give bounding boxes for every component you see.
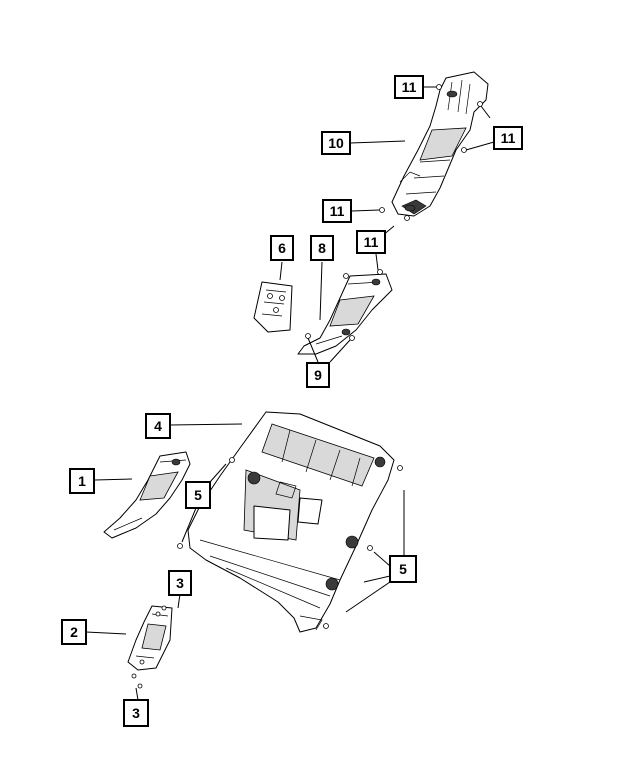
callout-5-left: 5 [185, 481, 211, 509]
callout-4-label: 4 [154, 418, 162, 434]
fastener-11-mid [379, 207, 385, 213]
callout-5-left-label: 5 [194, 487, 202, 503]
callout-6-label: 6 [278, 240, 286, 256]
callout-9: 9 [306, 362, 330, 388]
fasteners [131, 84, 483, 689]
fastener-3-bottom-b [137, 683, 143, 689]
fastener-11-top [436, 84, 442, 90]
part-10-skid-plate [391, 71, 489, 217]
callout-3-bottom: 3 [123, 699, 149, 727]
callout-1: 1 [69, 468, 95, 494]
callout-2: 2 [61, 619, 87, 645]
callout-11-top: 11 [394, 75, 424, 99]
callout-3-top-label: 3 [176, 575, 184, 591]
fastener-3-bottom-a [131, 673, 137, 679]
callout-11-mid: 11 [322, 199, 352, 223]
callout-11-low-label: 11 [364, 234, 379, 250]
fastener-3-top [161, 605, 167, 611]
leader-lines [85, 86, 495, 701]
callout-11-mid-label: 11 [330, 203, 345, 219]
callout-9-label: 9 [314, 367, 322, 383]
callout-1-label: 1 [78, 473, 86, 489]
fastener-11-low-a [404, 215, 410, 221]
callout-11-right: 11 [493, 126, 523, 150]
fastener-5-a [229, 457, 235, 463]
part-8-shield [297, 273, 393, 355]
fastener-9-b [349, 335, 355, 341]
fastener-11-low-c [343, 273, 349, 279]
part-1-side-shield [103, 451, 191, 539]
fastener-11-low-b [377, 269, 383, 275]
fastener-5-b [177, 543, 183, 549]
callout-8-label: 8 [318, 240, 326, 256]
fastener-9-a [305, 333, 311, 339]
callout-2-label: 2 [70, 624, 78, 640]
callout-11-top-label: 11 [402, 79, 417, 95]
fastener-5-c [397, 465, 403, 471]
part-6-bracket [253, 281, 293, 333]
callout-5-right-label: 5 [399, 561, 407, 577]
part-4-main-skid-plate [187, 411, 395, 633]
callout-10: 10 [321, 131, 351, 155]
fastener-11-right-a [477, 101, 483, 107]
callout-4: 4 [145, 413, 171, 439]
callout-8: 8 [310, 235, 334, 261]
callout-11-low: 11 [356, 230, 386, 254]
fastener-5-d [367, 545, 373, 551]
fastener-11-right-b [461, 147, 467, 153]
fastener-5-e [323, 623, 329, 629]
callout-3-top: 3 [168, 570, 192, 596]
callout-11-right-label: 11 [501, 130, 516, 146]
part-2-lower-bracket [127, 605, 173, 671]
callout-6: 6 [270, 235, 294, 261]
callout-3-bottom-label: 3 [132, 705, 140, 721]
callout-5-right: 5 [389, 555, 417, 583]
callout-10-label: 10 [328, 135, 344, 151]
